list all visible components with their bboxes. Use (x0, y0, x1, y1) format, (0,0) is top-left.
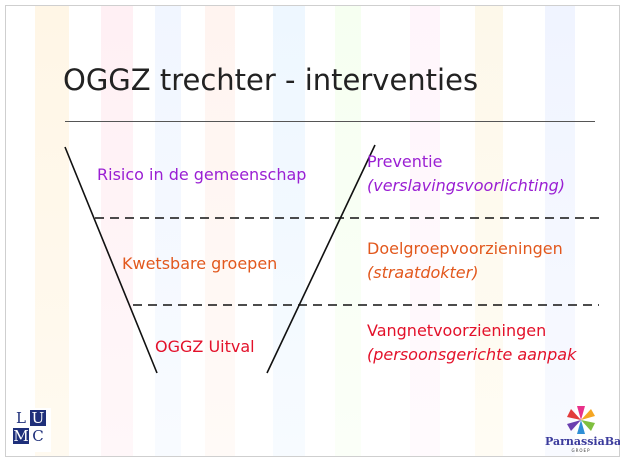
intervention-label: Doelgroepvoorzieningen (367, 239, 563, 258)
lumc-letter: L (13, 410, 29, 426)
intervention-label: Preventie (367, 152, 443, 171)
background-strip (35, 5, 69, 457)
background-strip (155, 5, 181, 457)
lumc-letter: U (30, 409, 46, 427)
lumc-logo: L U M C (11, 408, 51, 452)
funnel-level-label: OGGZ Uitval (155, 337, 255, 356)
background-strip (335, 5, 361, 457)
lumc-letter: C (30, 428, 46, 444)
lumc-letter: M (13, 427, 29, 445)
funnel-level-label: Risico in de gemeenschap (97, 165, 307, 184)
parnassia-flower-icon (567, 406, 595, 434)
funnel-diagram (64, 144, 599, 374)
funnel-level-label: Kwetsbare groepen (122, 254, 278, 273)
funnel-left-edge (64, 146, 158, 374)
intervention-example: (straatdokter) (367, 263, 479, 282)
background-strip (410, 5, 440, 457)
slide-title: OGGZ trechter - interventies (63, 63, 479, 97)
parnassia-wordmark: ParnassiaBavo (545, 435, 620, 448)
slide: OGGZ trechter - interventies Risico in d… (5, 5, 620, 457)
background-strip (545, 5, 575, 457)
background-strip (273, 5, 305, 457)
intervention-example: (persoonsgerichte aanpak (367, 345, 577, 364)
background-strip (205, 5, 235, 457)
intervention-example: (verslavingsvoorlichting) (367, 176, 565, 195)
background-strip (475, 5, 503, 457)
intervention-label: Vangnetvoorzieningen (367, 321, 547, 340)
parnassia-subtitle: GROEP (571, 448, 591, 453)
title-divider (65, 121, 595, 122)
parnassia-logo: ParnassiaBavo GROEP (545, 404, 620, 454)
funnel-right-edge (266, 144, 376, 374)
background-strip (101, 5, 133, 457)
